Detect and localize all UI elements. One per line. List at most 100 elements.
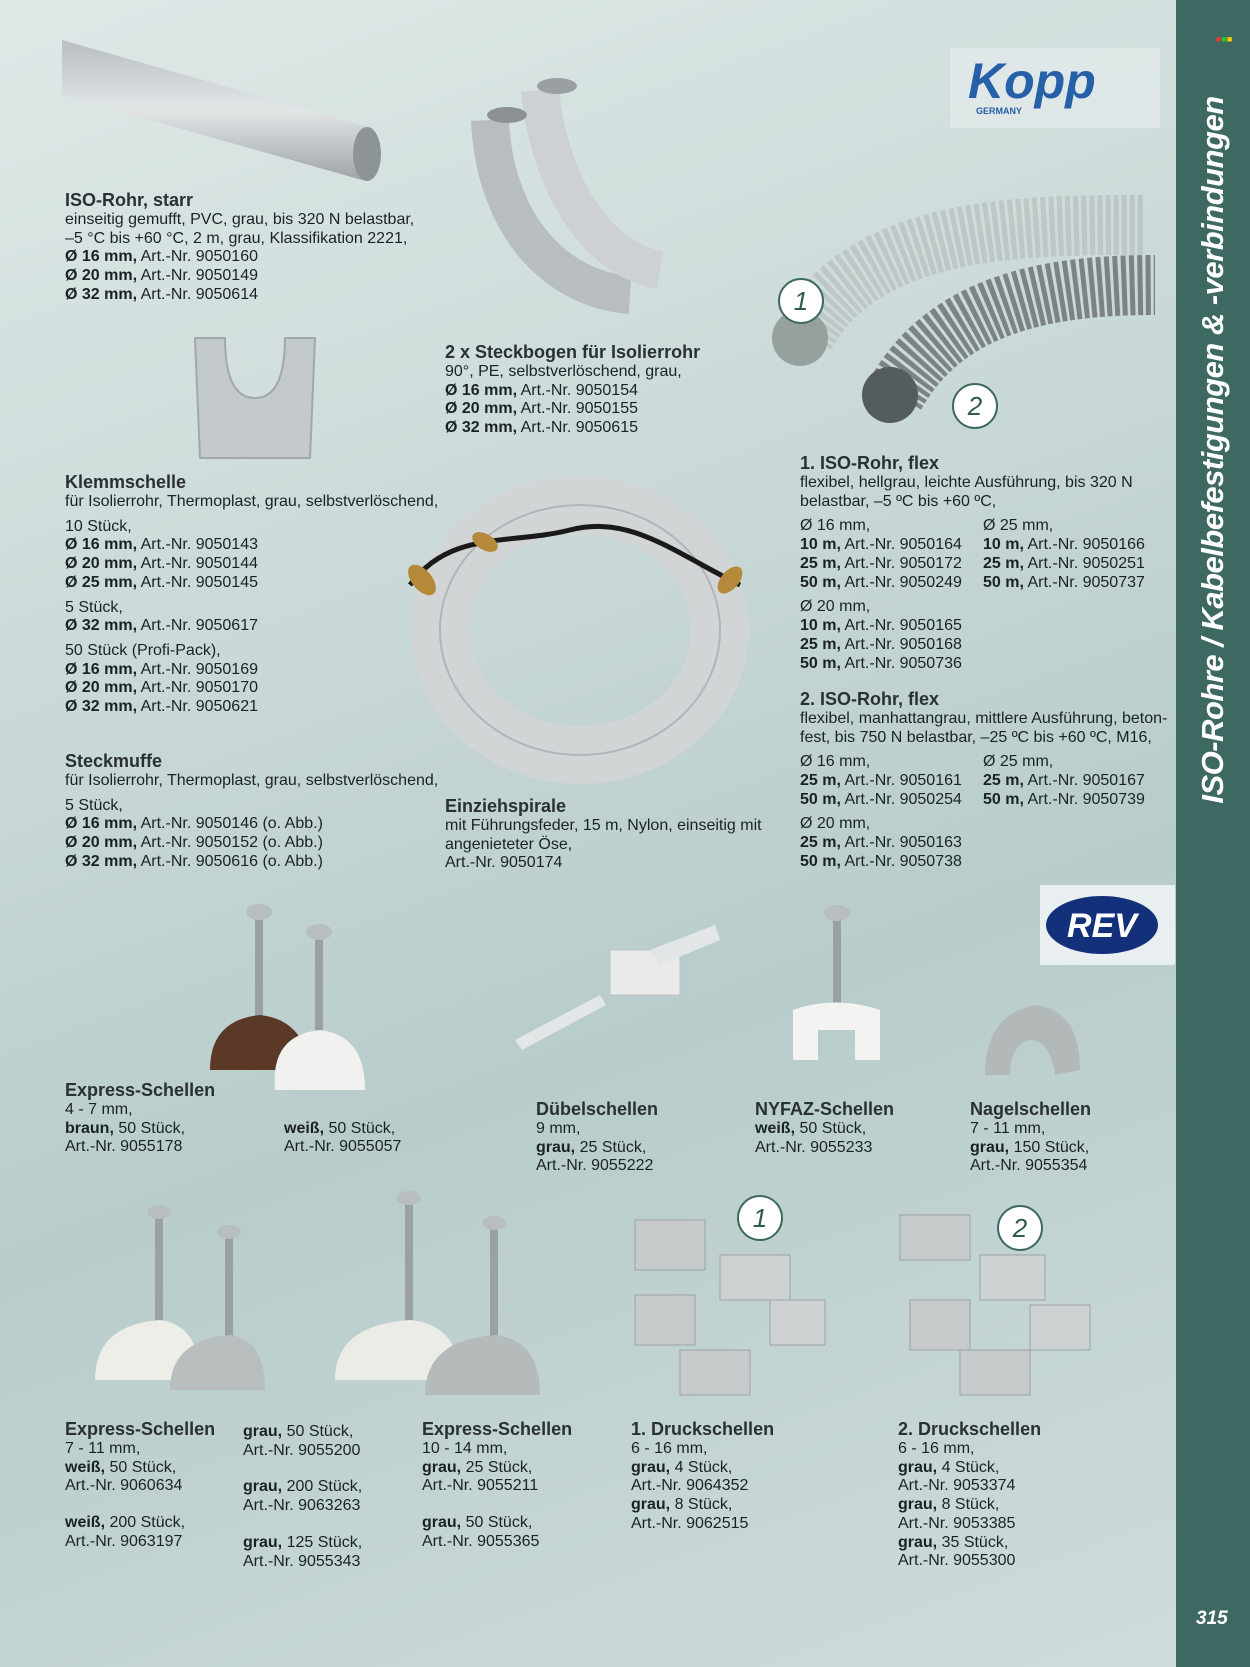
article-row: Art.-Nr. 9055057 [284, 1138, 402, 1156]
desc-line: –5 °C bis +60 °C, 2 m, grau, Klassifikat… [65, 229, 408, 247]
article-row: Art.-Nr. 9063263 [243, 1497, 361, 1515]
article-row: Art.-Nr. 9055200 [243, 1441, 361, 1459]
variant-row: grau, 50 Stück, [243, 1423, 354, 1440]
diameter-head: Ø 16 mm, [800, 517, 871, 535]
variant-row: grau, 8 Stück, [898, 1496, 1000, 1514]
diameter-head: Ø 25 mm, [983, 517, 1054, 535]
article-row: Art.-Nr. 9053374 [898, 1477, 1016, 1495]
article-row: Ø 16 mm, Art.-Nr. 9050154 [445, 381, 638, 399]
desc-line: 90°, PE, selbstverlöschend, grau, [445, 363, 682, 380]
rev-logo-text: REV [1067, 907, 1140, 945]
express-schellen-1-title: Express-Schellen [65, 1080, 216, 1100]
article-row: 25 m, Art.-Nr. 9050167 [983, 772, 1145, 790]
express-schellen-2-image [95, 1205, 265, 1390]
article-row: Art.-Nr. 9055211 [422, 1477, 539, 1495]
color-dots-icon: ■■■ [1216, 34, 1233, 44]
desc-line: für Isolierrohr, Thermoplast, grau, selb… [65, 772, 439, 789]
article-row: Art.-Nr. 9060634 [65, 1477, 183, 1495]
iso-rohr-flex-2-title: 2. ISO-Rohr, flex [800, 689, 940, 709]
article-row: Ø 20 mm, Art.-Nr. 9050144 [65, 555, 258, 573]
variant-row: grau, 35 Stück, [898, 1533, 1009, 1551]
express-schellen-3-image [335, 1191, 540, 1395]
article-row: 50 m, Art.-Nr. 9050739 [983, 790, 1145, 808]
druckschellen-2-block: 2. Druckschellen 6 - 16 mm, grau, 4 Stüc… [898, 1419, 1041, 1571]
klemmschelle-title: Klemmschelle [65, 472, 187, 492]
article-row: Ø 20 mm, Art.-Nr. 9050149 [65, 267, 258, 285]
iso-rohr-flex-image [772, 195, 1156, 423]
iso-rohr-flex-2-block: 2. ISO-Rohr, flex flexibel, manhattangra… [800, 689, 1167, 872]
desc-line: 4 - 7 mm, [65, 1101, 133, 1118]
article-row: Art.-Nr. 9055222 [536, 1157, 654, 1175]
article-row: 10 m, Art.-Nr. 9050165 [800, 617, 962, 635]
nyfaz-schellen-image [793, 905, 880, 1060]
variant-row: grau, 150 Stück, [970, 1138, 1090, 1156]
variant-row: grau, 8 Stück, [631, 1496, 733, 1514]
einziehspirale-title: Einziehspirale [445, 796, 567, 816]
rev-logo: REV [1040, 885, 1175, 965]
variant-row: weiß, 50 Stück, [755, 1120, 867, 1137]
article-row: Art.-Nr. 9055354 [970, 1157, 1088, 1175]
pack-size: 5 Stück, [65, 796, 123, 814]
desc-line: flexibel, hellgrau, leichte Ausführung, … [800, 474, 1133, 491]
desc-line: 10 - 14 mm, [422, 1440, 508, 1457]
kopp-logo: Kopp GERMANY [950, 48, 1160, 128]
variant-row: grau, 4 Stück, [631, 1458, 733, 1476]
article-row: Ø 32 mm, Art.-Nr. 9050617 [65, 617, 258, 635]
article-row: Art.-Nr. 9064352 [631, 1477, 749, 1495]
express-schellen-3-title: Express-Schellen [422, 1419, 573, 1439]
duebelschellen-title: Dübelschellen [536, 1099, 659, 1119]
variant-row: grau, 25 Stück, [422, 1458, 533, 1476]
druckschellen-2-image [899, 1214, 1091, 1396]
steckbogen-image [471, 78, 665, 314]
article-row: Ø 32 mm, Art.-Nr. 9050621 [65, 698, 258, 716]
druckschellen-2-title: 2. Druckschellen [898, 1419, 1042, 1439]
einziehspirale-block: Einziehspirale mit Führungsfeder, 15 m, … [445, 796, 762, 873]
desc-line: 7 - 11 mm, [65, 1440, 141, 1457]
article-row: Ø 32 mm, Art.-Nr. 9050615 [445, 419, 638, 437]
variant-row: grau, 25 Stück, [536, 1138, 647, 1156]
variant-row: weiß, 50 Stück, [284, 1119, 396, 1137]
sidebar-title: ISO-Rohre / Kabelbefestigungen & -verbin… [1195, 96, 1230, 804]
article-row: Art.-Nr. 9055365 [422, 1532, 540, 1550]
nagelschellen-block: Nagelschellen 7 - 11 mm, grau, 150 Stück… [970, 1099, 1091, 1176]
article-row: 25 m, Art.-Nr. 9050161 [800, 772, 962, 790]
desc-line: fest, bis 750 N belastbar, –25 ºC bis +6… [800, 728, 1152, 746]
desc-line: belastbar, –5 ºC bis +60 ºC, [800, 492, 997, 510]
diameter-head: Ø 25 mm, [983, 753, 1054, 771]
article-row: Art.-Nr. 9055233 [755, 1138, 873, 1156]
diameter-head: Ø 20 mm, [800, 598, 871, 616]
pack-size: 50 Stück (Profi-Pack), [65, 641, 221, 659]
article-row: Ø 32 mm, Art.-Nr. 9050616 (o. Abb.) [65, 852, 323, 870]
article-row: Art.-Nr. 9055178 [65, 1138, 183, 1156]
iso-rohr-flex-1-title: 1. ISO-Rohr, flex [800, 453, 940, 473]
desc-line: einseitig gemufft, PVC, grau, bis 320 N … [65, 211, 415, 228]
variant-row: grau, 125 Stück, [243, 1533, 363, 1551]
einziehspirale-image [407, 476, 749, 784]
article-row: 25 m, Art.-Nr. 9050172 [800, 554, 962, 572]
duebelschellen-block: Dübelschellen 9 mm, grau, 25 Stück, Art.… [536, 1099, 658, 1176]
article-row: Ø 25 mm, Art.-Nr. 9050145 [65, 573, 258, 591]
diameter-head: Ø 16 mm, [800, 753, 871, 771]
article-row: Ø 32 mm, Art.-Nr. 9050614 [65, 285, 258, 303]
badge-1: 1 [778, 278, 824, 324]
article-row: 10 m, Art.-Nr. 9050164 [800, 536, 962, 554]
iso-rohr-starr-block: ISO-Rohr, starr einseitig gemufft, PVC, … [65, 190, 414, 305]
variant-row: grau, 4 Stück, [898, 1458, 1000, 1476]
article-row: Art.-Nr. 9063197 [65, 1532, 183, 1550]
pack-size: 10 Stück, [65, 517, 132, 535]
article-row: Art.-Nr. 9050174 [445, 854, 563, 872]
desc-line: 6 - 16 mm, [631, 1440, 708, 1457]
article-row: 10 m, Art.-Nr. 9050166 [983, 536, 1145, 554]
article-row: Ø 16 mm, Art.-Nr. 9050146 (o. Abb.) [65, 815, 323, 833]
steckbogen-block: 2 x Steckbogen für Isolierrohr 90°, PE, … [445, 342, 700, 438]
badge-2: 2 [952, 383, 998, 429]
variant-row: weiß, 200 Stück, [65, 1514, 186, 1532]
desc-line: angenieteter Öse, [445, 835, 573, 853]
express-schellen-2-grau-block: grau, 50 Stück, Art.-Nr. 9055200 grau, 2… [243, 1423, 362, 1571]
article-row: 50 m, Art.-Nr. 9050254 [800, 790, 962, 808]
druckschellen-1-image [634, 1219, 826, 1396]
nyfaz-schellen-block: NYFAZ-Schellen weiß, 50 Stück, Art.-Nr. … [755, 1099, 894, 1157]
express-schellen-1-image [210, 904, 365, 1090]
steckmuffe-block: Steckmuffe für Isolierrohr, Thermoplast,… [65, 751, 438, 872]
variant-row: grau, 50 Stück, [422, 1514, 533, 1532]
